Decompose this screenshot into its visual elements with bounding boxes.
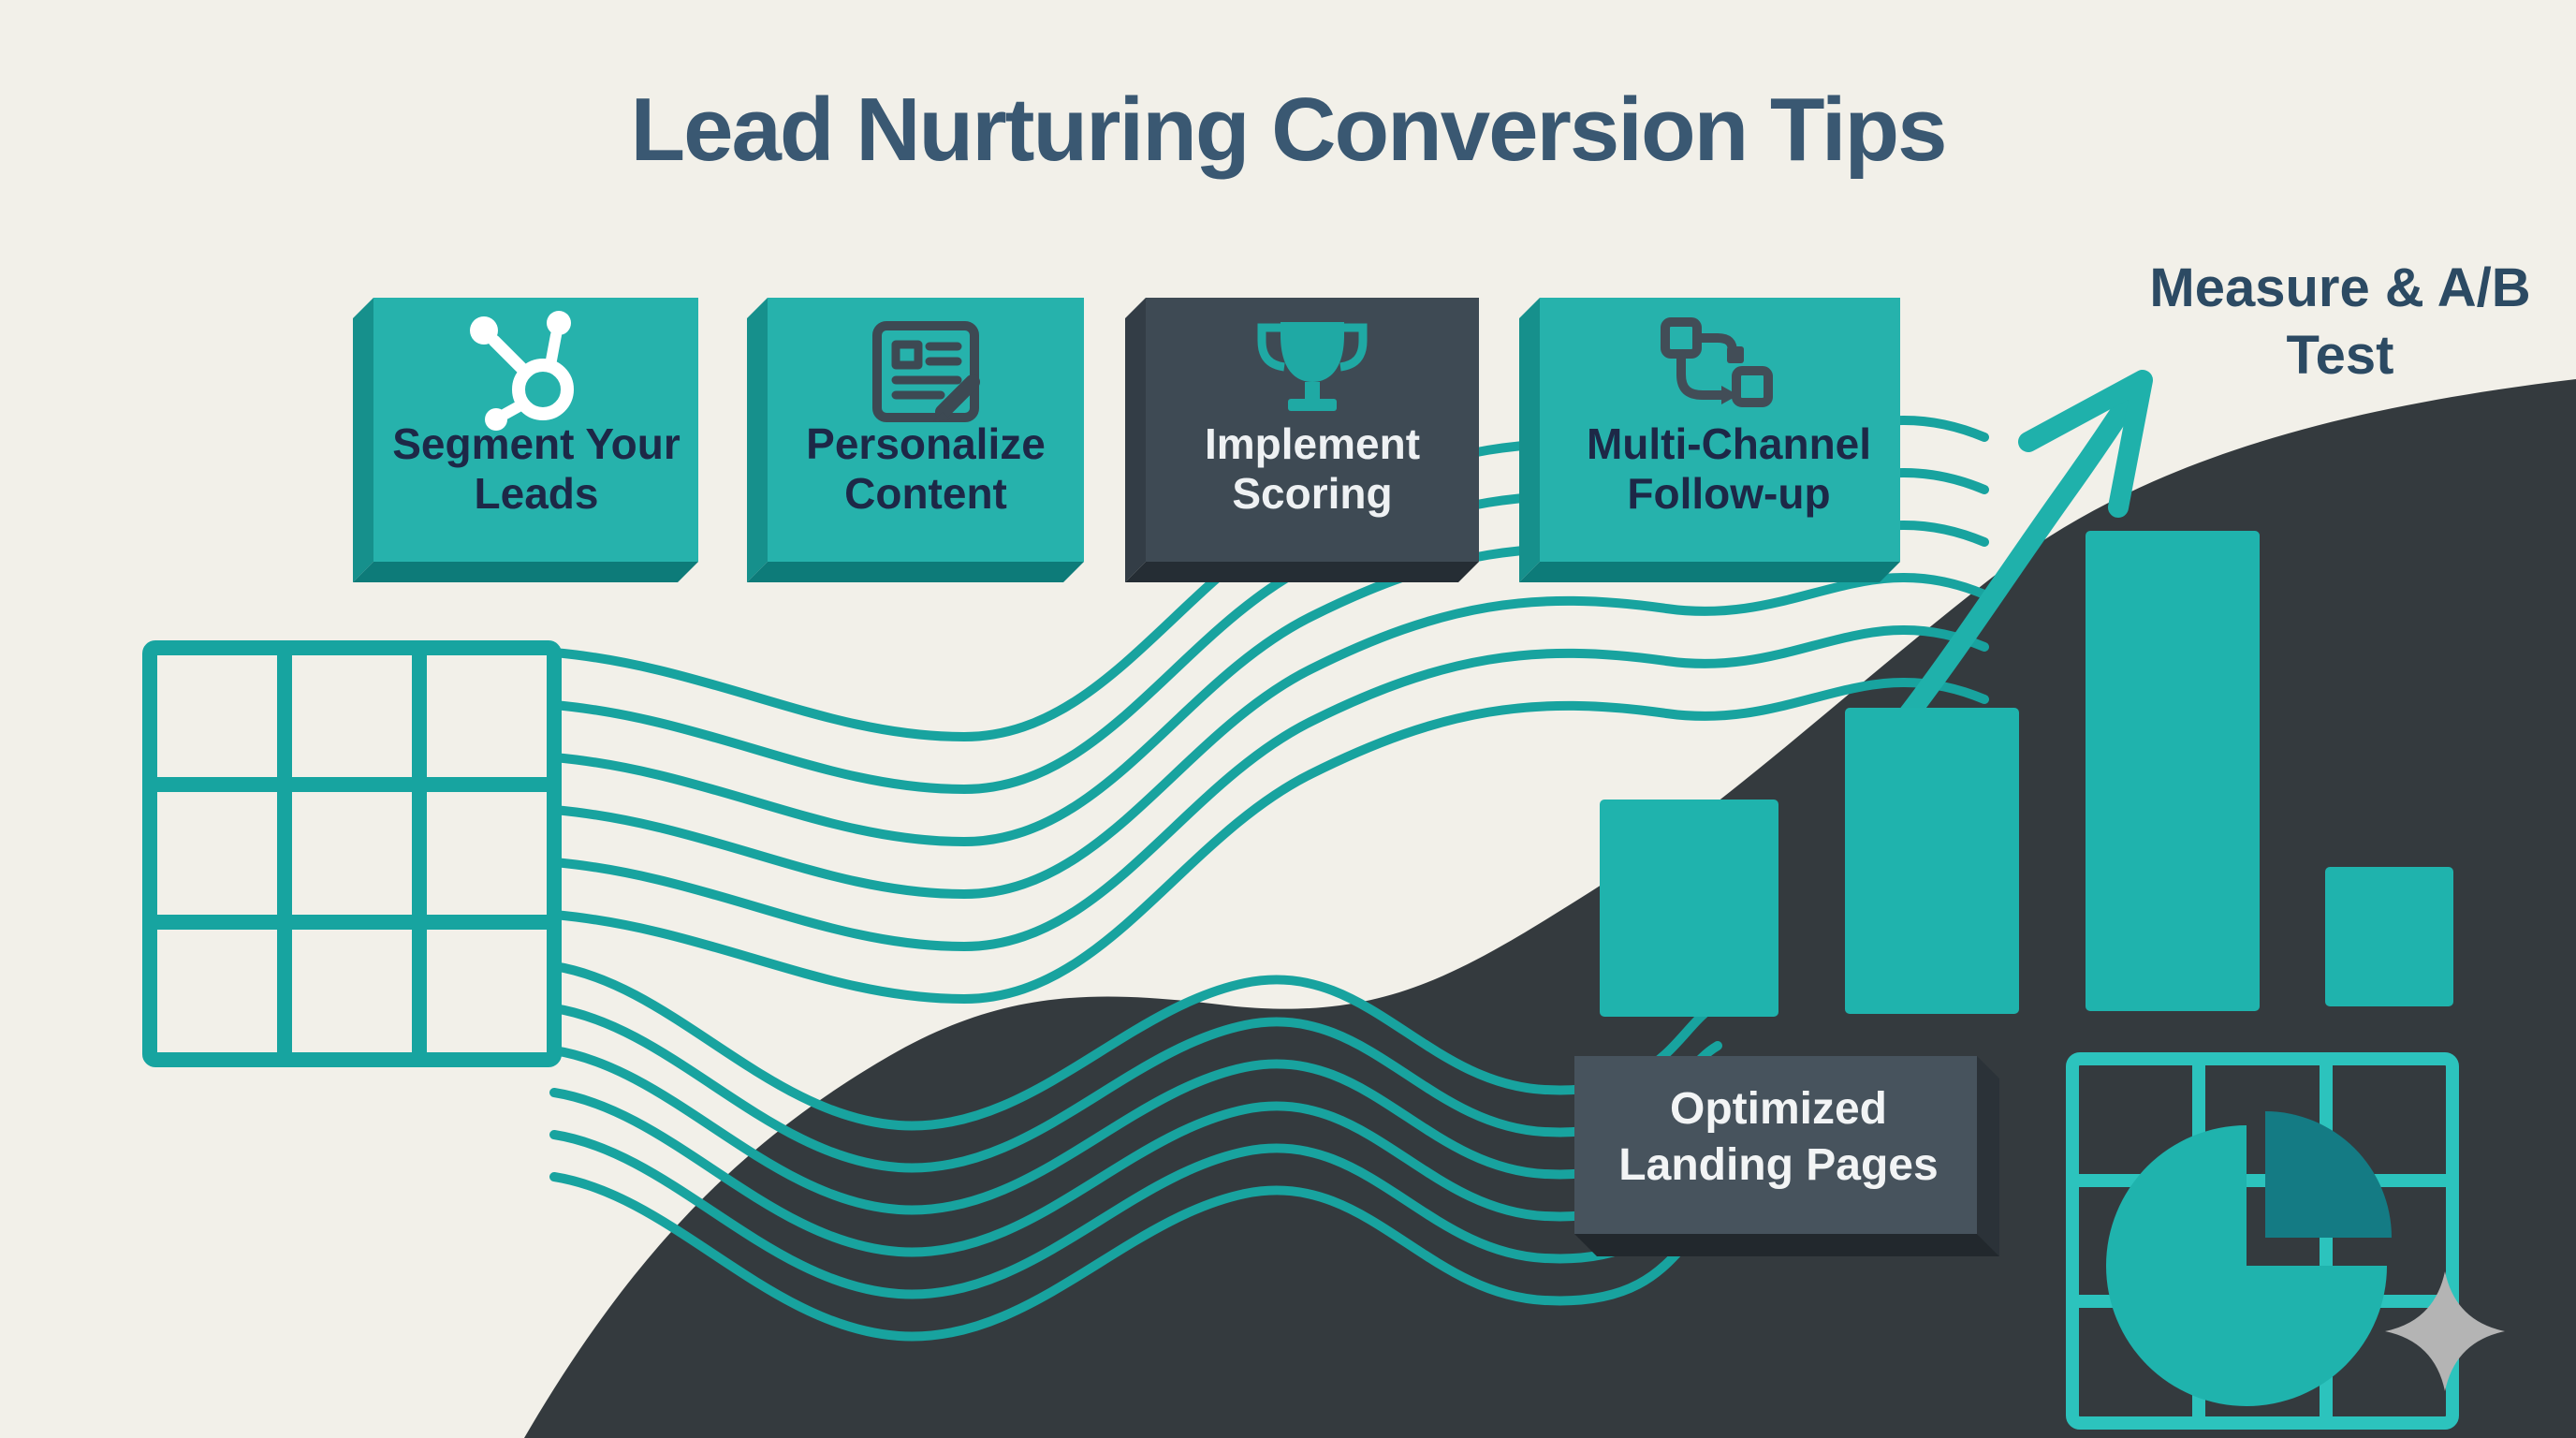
step-box-4-edge (1519, 298, 1540, 582)
bar-4 (2325, 867, 2453, 1006)
leads-grid (142, 640, 562, 1067)
measure-ab-test-label: Measure & A/B Test (2149, 257, 2531, 386)
step-box-4-face (1540, 298, 1900, 562)
step-box-2-edge (747, 298, 768, 582)
sparkle-icon (2385, 1271, 2505, 1391)
step-box-1-edge (353, 298, 373, 582)
step-label-multichannel-followup: Multi-Channel Follow-up (1586, 419, 1872, 519)
step-box-2-edge (747, 562, 1084, 582)
step-boxes (353, 298, 1900, 582)
bar-3 (2086, 531, 2260, 1011)
step-box-3-edge (1125, 562, 1479, 582)
workflow-arrow-icon (1661, 317, 1773, 407)
growth-arrow-icon (1895, 370, 2153, 729)
step-label-personalize-content: Personalize Content (806, 419, 1046, 519)
step-label-segment-leads: Segment Your Leads (392, 419, 681, 519)
step-box-2-face (768, 298, 1084, 562)
hubspot-sprocket-icon (470, 311, 574, 431)
flow-line (549, 624, 1989, 952)
flow-line (549, 572, 1989, 900)
pie-chart-icon (2106, 1111, 2392, 1406)
document-edit-icon (872, 321, 980, 422)
landing-pages-box (1574, 1056, 1999, 1256)
conversion-bars (1600, 531, 2453, 1017)
step-box-4-edge (1519, 562, 1900, 582)
step-box-1-face (373, 298, 698, 562)
trophy-icon (1257, 322, 1368, 411)
step-label-implement-scoring: Implement Scoring (1204, 419, 1421, 519)
step-box-3-edge (1125, 298, 1146, 582)
flow-line (549, 1130, 1722, 1299)
bar-2 (1845, 708, 2019, 1014)
landing-pages-label: Optimized Landing Pages (1618, 1084, 1939, 1190)
bar-1 (1600, 800, 1778, 1017)
step-box-1-edge (353, 562, 698, 582)
page-title: Lead Nurturing Conversion Tips (630, 80, 1947, 180)
pie-slice (2265, 1111, 2392, 1238)
flow-line (549, 677, 1989, 1005)
flow-line (549, 1172, 1722, 1342)
step-box-3-face (1146, 298, 1479, 562)
